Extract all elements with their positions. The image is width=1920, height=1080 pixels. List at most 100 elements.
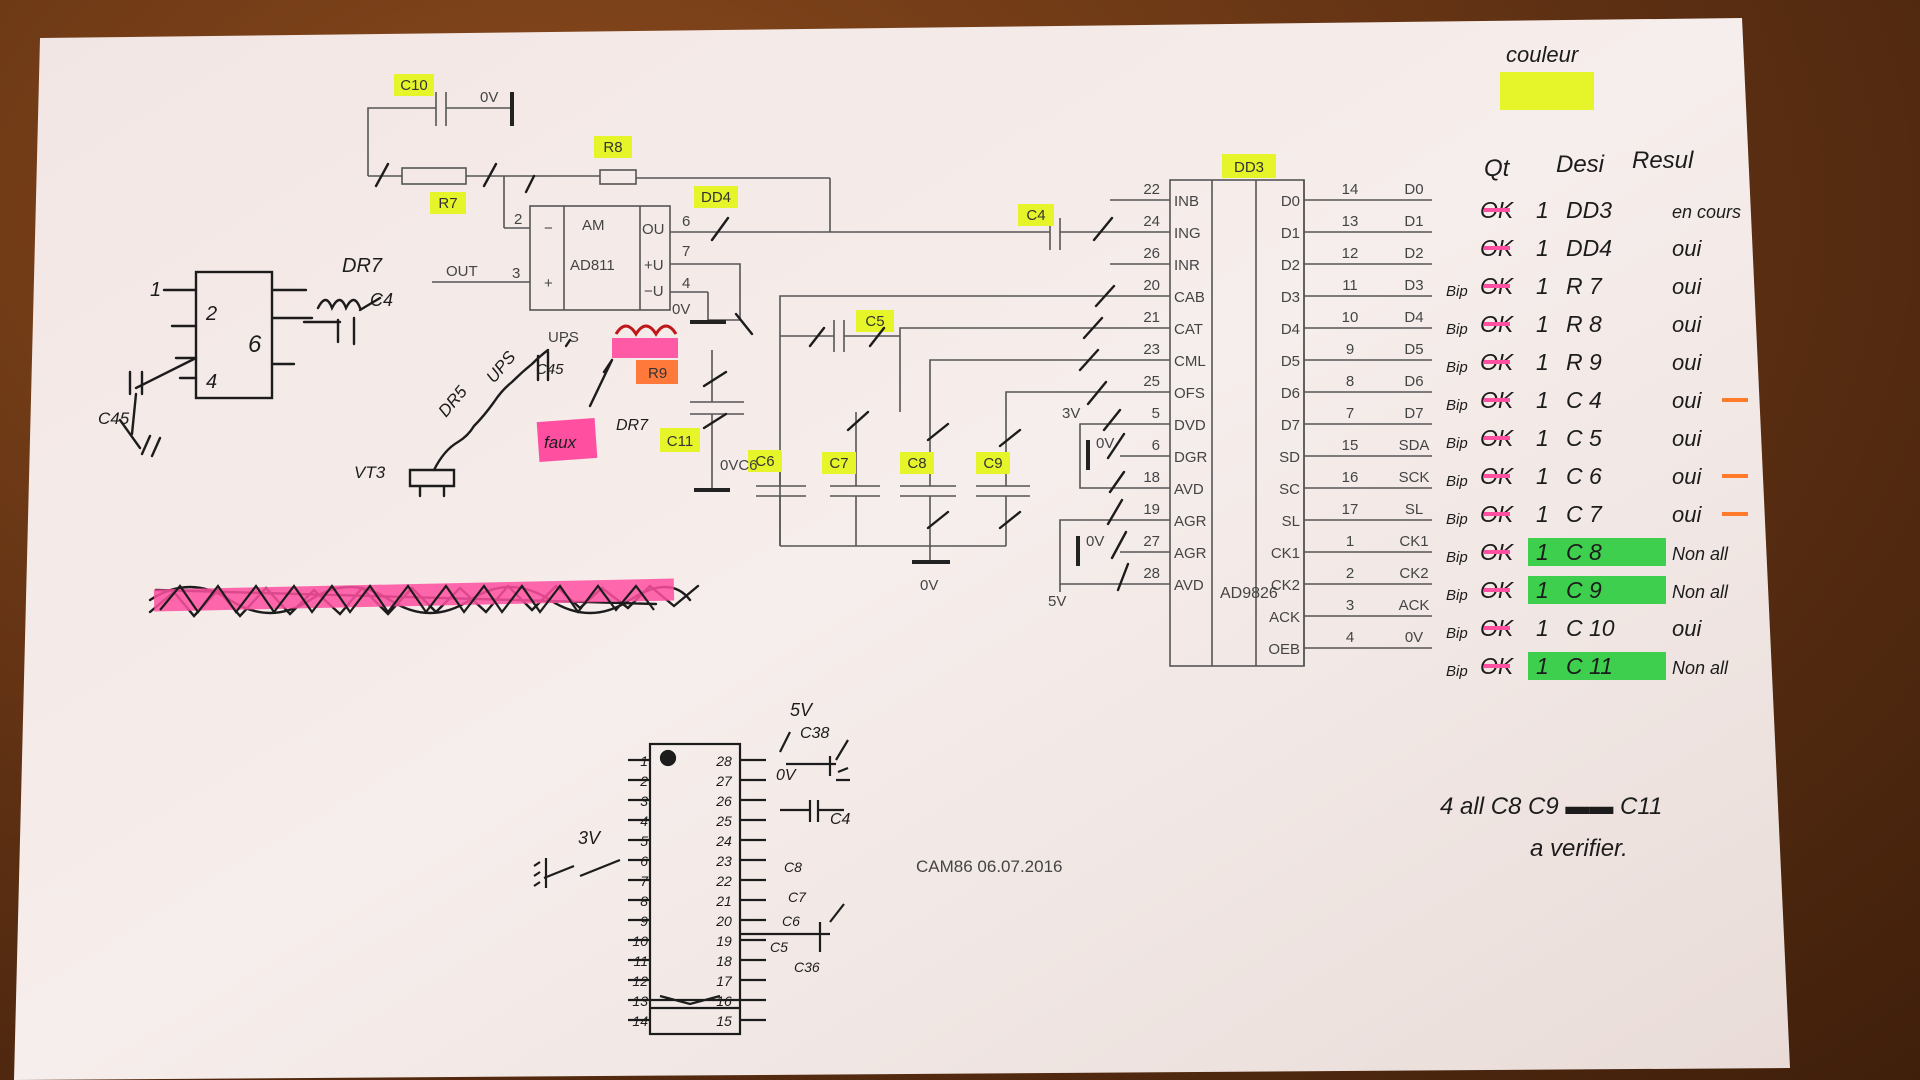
sketch-c45-b: C45	[536, 361, 564, 378]
tag-dd4: DD4	[701, 189, 731, 206]
chip-right-pin-name: D4	[1281, 321, 1300, 338]
opamp-part-label: AD811	[570, 257, 615, 274]
sketch-c7: C7	[788, 889, 807, 905]
tag-c5-highlight	[856, 310, 894, 332]
opamp-out-label: OUT	[446, 263, 478, 280]
note-ref: R 8	[1566, 311, 1602, 337]
couleur-swatch	[1500, 72, 1594, 110]
sketch-right-pin: 24	[715, 833, 732, 849]
chip-left-pin-name: ING	[1174, 225, 1201, 242]
chip-left-pin-name: AGR	[1174, 513, 1207, 530]
note-ref: C 5	[1566, 425, 1602, 451]
chip-left-pin-name: DGR	[1174, 449, 1208, 466]
chip-right-pin-name: D0	[1281, 193, 1300, 210]
chip-right-net: D7	[1404, 405, 1423, 422]
chip-right-pin-name: SL	[1282, 513, 1300, 530]
note-ref: C 7	[1566, 501, 1603, 527]
note-ref: R 9	[1566, 349, 1602, 375]
chip-left-pin-num: 23	[1143, 341, 1160, 358]
chip-right-net: D1	[1404, 213, 1423, 230]
sketch-vt3: VT3	[354, 463, 386, 482]
chip-right-pin-name: ACK	[1269, 609, 1300, 626]
note-bip: Bip	[1446, 511, 1468, 528]
tag-c7: C7	[829, 455, 848, 472]
chip-right-pin-num: 9	[1346, 341, 1354, 358]
tag-r7-highlight	[430, 192, 466, 214]
chip-left-pin-num: 21	[1143, 309, 1160, 326]
printed-wiring	[367, 92, 1432, 667]
sketch-zero-v: 0V	[776, 767, 797, 784]
chip-right-net: 0V	[1405, 629, 1423, 646]
todo-line2: a verifier.	[1530, 835, 1628, 862]
tag-c9: C9	[983, 455, 1002, 472]
chip-right-pin-num: 7	[1346, 405, 1354, 422]
r9-label: R9	[648, 365, 667, 382]
sketch-right-pin: 20	[715, 913, 732, 929]
note-qty: 1	[1536, 387, 1549, 413]
tag-r8: R8	[603, 139, 622, 156]
chip-left-pin-name: INB	[1174, 193, 1199, 210]
opamp-plus: +	[544, 275, 553, 292]
chip-left-pin-name: AVD	[1174, 577, 1204, 594]
three-v-label: 3V	[1062, 405, 1080, 422]
sketch-left-pin: 2	[639, 773, 648, 789]
tag-c5: C5	[865, 313, 884, 330]
chip-left-pin-num: 6	[1152, 437, 1160, 454]
sketch-three-v: 3V	[578, 828, 602, 848]
chip-right-net: CK1	[1399, 533, 1428, 550]
opamp-pin2: 2	[514, 211, 522, 228]
chip-right-pin-num: 11	[1342, 277, 1358, 294]
chip-right-pin-num: 17	[1342, 501, 1359, 518]
chip-left-pin-name: CAT	[1174, 321, 1203, 338]
note-ref: C 11	[1566, 653, 1613, 679]
sketch-left-pin: 10	[632, 933, 648, 949]
sketch-pin6: 6	[248, 331, 262, 358]
chip-right-pin-num: 16	[1342, 469, 1359, 486]
chip-left-pin-num: 22	[1143, 181, 1160, 198]
sketch-left-pin: 14	[632, 1013, 648, 1029]
sketch-pin2: 2	[205, 303, 217, 325]
chip-left-pin-num: 24	[1143, 213, 1160, 230]
sketch-left-pin: 9	[640, 913, 648, 929]
note-qty: 1	[1536, 653, 1549, 679]
note-result: oui	[1672, 274, 1702, 299]
sketch-right-pin: 21	[715, 893, 732, 909]
sketch-left-pin: 1	[640, 753, 648, 769]
note-qty: 1	[1536, 463, 1549, 489]
sketch-left-pin: 4	[640, 813, 648, 829]
tag-c11-highlight	[660, 428, 700, 452]
tag-c10: C10	[400, 77, 428, 94]
note-result: oui	[1672, 426, 1702, 451]
sketch-dr7: DR7	[342, 255, 383, 277]
chip-right-pin-num: 13	[1342, 213, 1359, 230]
sketch-right-pin: 18	[716, 953, 732, 969]
chip-left-pin-num: 19	[1143, 501, 1160, 518]
sketch-right-pin: 19	[716, 933, 732, 949]
sketch-right-pin: 28	[715, 753, 732, 769]
opamp-pin3: 3	[512, 265, 520, 282]
chip-left-pin-name: CML	[1174, 353, 1206, 370]
sketch-c5: C5	[770, 939, 788, 955]
chip-right-pin-name: D3	[1281, 289, 1300, 306]
note-bip: Bip	[1446, 549, 1468, 566]
opamp-pin4: 4	[682, 275, 690, 292]
chip-left-pin-num: 26	[1143, 245, 1160, 262]
chip-left-pin-num: 27	[1143, 533, 1160, 550]
zero-v-label-caps: 0V	[920, 577, 938, 594]
five-v-label: 5V	[1048, 593, 1066, 610]
note-bip: Bip	[1446, 397, 1468, 414]
paper-sheet	[14, 18, 1790, 1080]
note-result: Non all	[1672, 544, 1729, 564]
sketch-left-pin: 3	[640, 793, 648, 809]
todo-line1: 4 all C8 C9 ▬▬ C11	[1440, 793, 1662, 820]
opamp-minus-u: −U	[644, 283, 664, 300]
chip-left-pin-num: 5	[1152, 405, 1160, 422]
tag-c11: C11	[667, 433, 693, 450]
note-bip: Bip	[1446, 321, 1468, 338]
opamp-pin6: 6	[682, 213, 690, 230]
chip-right-pin-name: SC	[1279, 481, 1300, 498]
sketch-left-pin: 8	[640, 893, 648, 909]
sketch-right-pin: 15	[716, 1013, 732, 1029]
note-result: oui	[1672, 312, 1702, 337]
